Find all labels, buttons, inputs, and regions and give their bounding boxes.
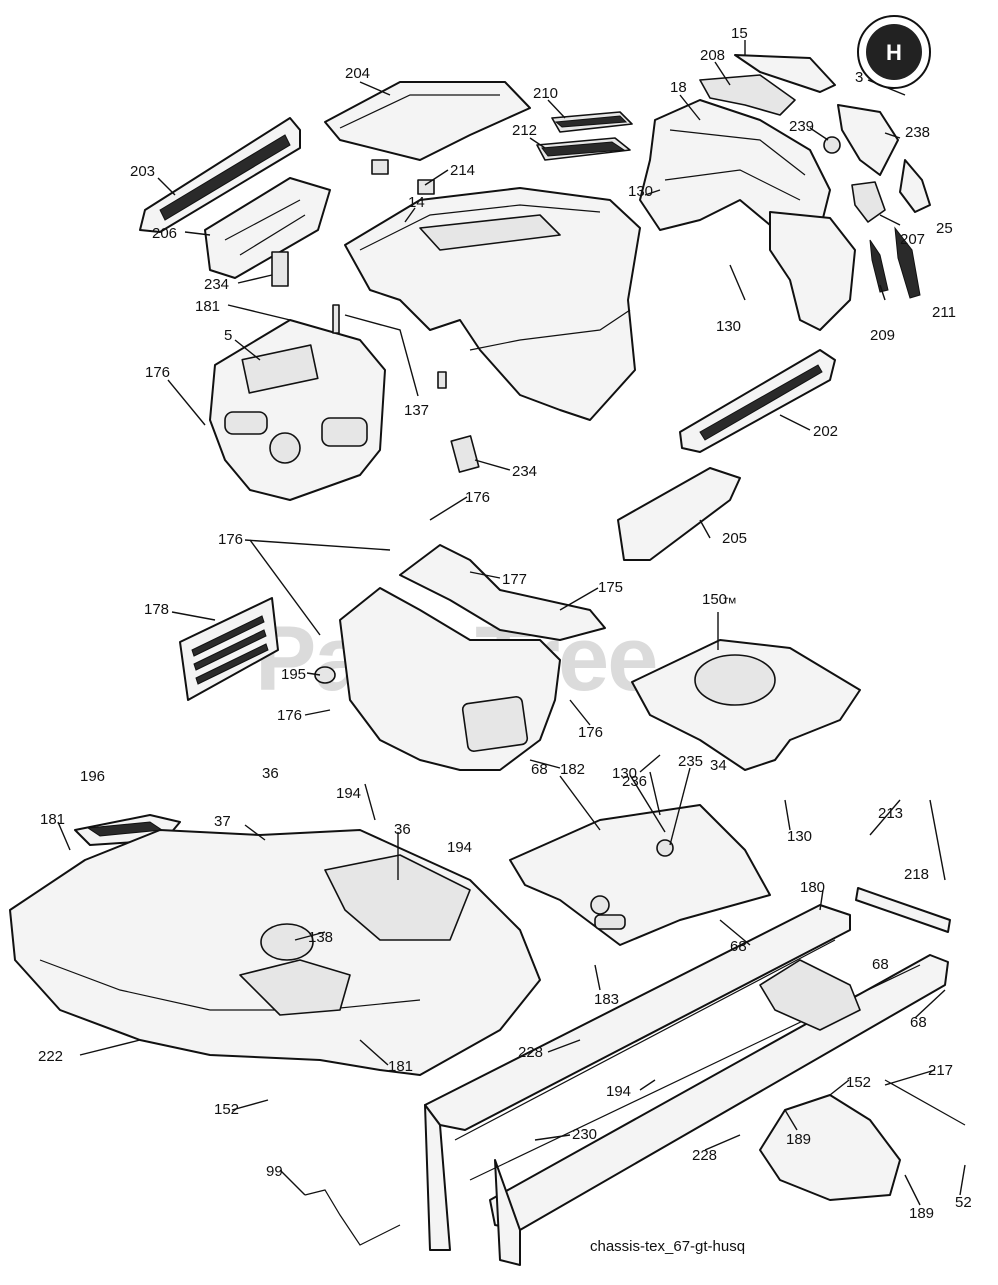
part-front-grille (679, 349, 836, 453)
part-clips (371, 159, 435, 195)
callout-194-c: 194 (606, 1083, 631, 1100)
callout-236: 236 (622, 773, 647, 790)
part-steering-support (631, 639, 861, 771)
part-dash-top (139, 117, 331, 287)
logo-letter: H (886, 40, 902, 65)
callout-176-b: 176 (465, 489, 490, 506)
callout-138: 138 (308, 929, 333, 946)
watermark-trademark: ™ (722, 595, 737, 612)
callout-238: 238 (905, 124, 930, 141)
callout-52: 52 (955, 1194, 972, 1211)
callout-152-b: 152 (846, 1074, 871, 1091)
callout-218: 218 (904, 866, 929, 883)
callout-176-d: 176 (277, 707, 302, 724)
part-frame (424, 904, 949, 1266)
callout-212: 212 (512, 122, 537, 139)
callout-175: 175 (598, 579, 623, 596)
callout-195: 195 (281, 666, 306, 683)
callout-176-a: 176 (145, 364, 170, 381)
part-pedestal (314, 544, 606, 771)
husqvarna-logo: H (857, 15, 931, 89)
callout-labels: 15 208 3 204 210 18 239 238 212 214 203 … (38, 25, 972, 1222)
callout-228-b: 228 (692, 1147, 717, 1164)
callout-194-a: 194 (336, 785, 361, 802)
part-hood-top-panel (324, 81, 531, 161)
callout-68-a: 68 (531, 761, 548, 778)
callout-202: 202 (813, 423, 838, 440)
callout-196: 196 (80, 768, 105, 785)
callout-37: 37 (214, 813, 231, 830)
part-grille-strips (536, 111, 633, 161)
callout-222: 222 (38, 1048, 63, 1065)
callout-235: 235 (678, 753, 703, 770)
callout-214: 214 (450, 162, 475, 179)
callout-178: 178 (144, 601, 169, 618)
callout-228-a: 228 (518, 1044, 543, 1061)
callout-209: 209 (870, 327, 895, 344)
callout-204: 204 (345, 65, 370, 82)
callout-34: 34 (710, 757, 727, 774)
callout-25: 25 (936, 220, 953, 237)
callout-36-b: 36 (394, 821, 411, 838)
callout-183: 183 (594, 991, 619, 1008)
callout-189-b: 189 (909, 1205, 934, 1222)
part-hood (344, 187, 641, 421)
callout-68-c: 68 (872, 956, 889, 973)
part-mount-plate (509, 804, 771, 946)
callout-3: 3 (855, 69, 863, 86)
part-fender (9, 829, 541, 1076)
callout-152-a: 152 (214, 1101, 239, 1118)
callout-68-b: 68 (730, 938, 747, 955)
callout-18: 18 (670, 79, 687, 96)
callout-14: 14 (408, 194, 425, 211)
callout-213: 213 (878, 805, 903, 822)
callout-194-b: 194 (447, 839, 472, 856)
callout-176-e: 176 (578, 724, 603, 741)
part-rods (304, 1079, 966, 1246)
callout-130-a: 130 (628, 183, 653, 200)
callout-217: 217 (928, 1062, 953, 1079)
callout-181-c: 181 (388, 1058, 413, 1075)
callout-176-c: 176 (218, 531, 243, 548)
callout-99: 99 (266, 1163, 283, 1180)
callout-234-a: 234 (204, 276, 229, 293)
callout-181-a: 181 (195, 298, 220, 315)
callout-211: 211 (932, 304, 956, 321)
callout-5: 5 (224, 327, 232, 344)
callout-230: 230 (572, 1126, 597, 1143)
callout-239: 239 (789, 118, 814, 135)
callout-130-d: 130 (787, 828, 812, 845)
callout-177: 177 (502, 571, 527, 588)
part-vent-plate (179, 597, 279, 701)
callout-181-b: 181 (40, 811, 65, 828)
callout-36-a: 36 (262, 765, 279, 782)
part-cover-205 (617, 467, 741, 561)
callout-68-d: 68 (910, 1014, 927, 1031)
part-side-panels (639, 54, 931, 331)
part-small-tabs (332, 304, 480, 473)
callout-210: 210 (533, 85, 558, 102)
callout-15: 15 (731, 25, 748, 42)
part-shield-152 (759, 1094, 901, 1201)
callout-206: 206 (152, 225, 177, 242)
callout-180: 180 (800, 879, 825, 896)
part-dash-panel (209, 319, 386, 501)
leader-lines (57, 40, 966, 1206)
callout-205: 205 (722, 530, 747, 547)
callout-130-c: 130 (612, 765, 637, 782)
callout-207: 207 (900, 231, 925, 248)
callout-182: 182 (560, 761, 585, 778)
callout-208: 208 (700, 47, 725, 64)
callout-137: 137 (404, 402, 429, 419)
part-bracket-218 (855, 887, 951, 933)
callout-130-b: 130 (716, 318, 741, 335)
callout-150: 150 (702, 591, 727, 608)
callout-203: 203 (130, 163, 155, 180)
callout-189-a: 189 (786, 1131, 811, 1148)
callout-234-b: 234 (512, 463, 537, 480)
diagram-caption: chassis-tex_67-gt-husq (590, 1238, 746, 1255)
